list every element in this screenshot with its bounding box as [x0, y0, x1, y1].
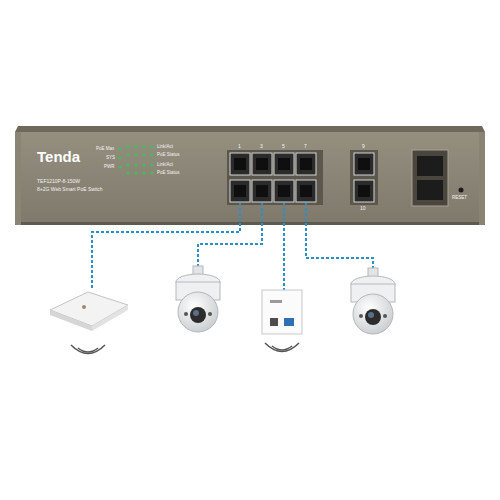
port-number: 5 [282, 144, 285, 149]
product-name: 8+2G Web Smart PoE Switch [37, 187, 103, 192]
port-number: 3 [260, 144, 263, 149]
led-label: Link/Act [157, 145, 173, 150]
port-number: 10 [360, 206, 366, 211]
switch-front-panel: TendaTEF1210P-8-150W 8+2G Web Smart PoE S… [15, 132, 485, 225]
led-label: PoE Max [96, 147, 114, 152]
port-number: 1 [238, 144, 241, 149]
led-label: Link/Act [157, 163, 173, 168]
led-label: PoE Status [157, 171, 180, 176]
port-number: 9 [362, 144, 365, 149]
reset-label: RESET [452, 196, 467, 201]
model-number: TEF1210P-8-150W [37, 179, 80, 184]
led-label: PoE Status [157, 153, 180, 158]
port-number: 7 [304, 144, 307, 149]
led-label: PWR [104, 165, 115, 170]
brand-logo: Tenda [37, 149, 80, 164]
led-label: SYS [106, 156, 115, 161]
